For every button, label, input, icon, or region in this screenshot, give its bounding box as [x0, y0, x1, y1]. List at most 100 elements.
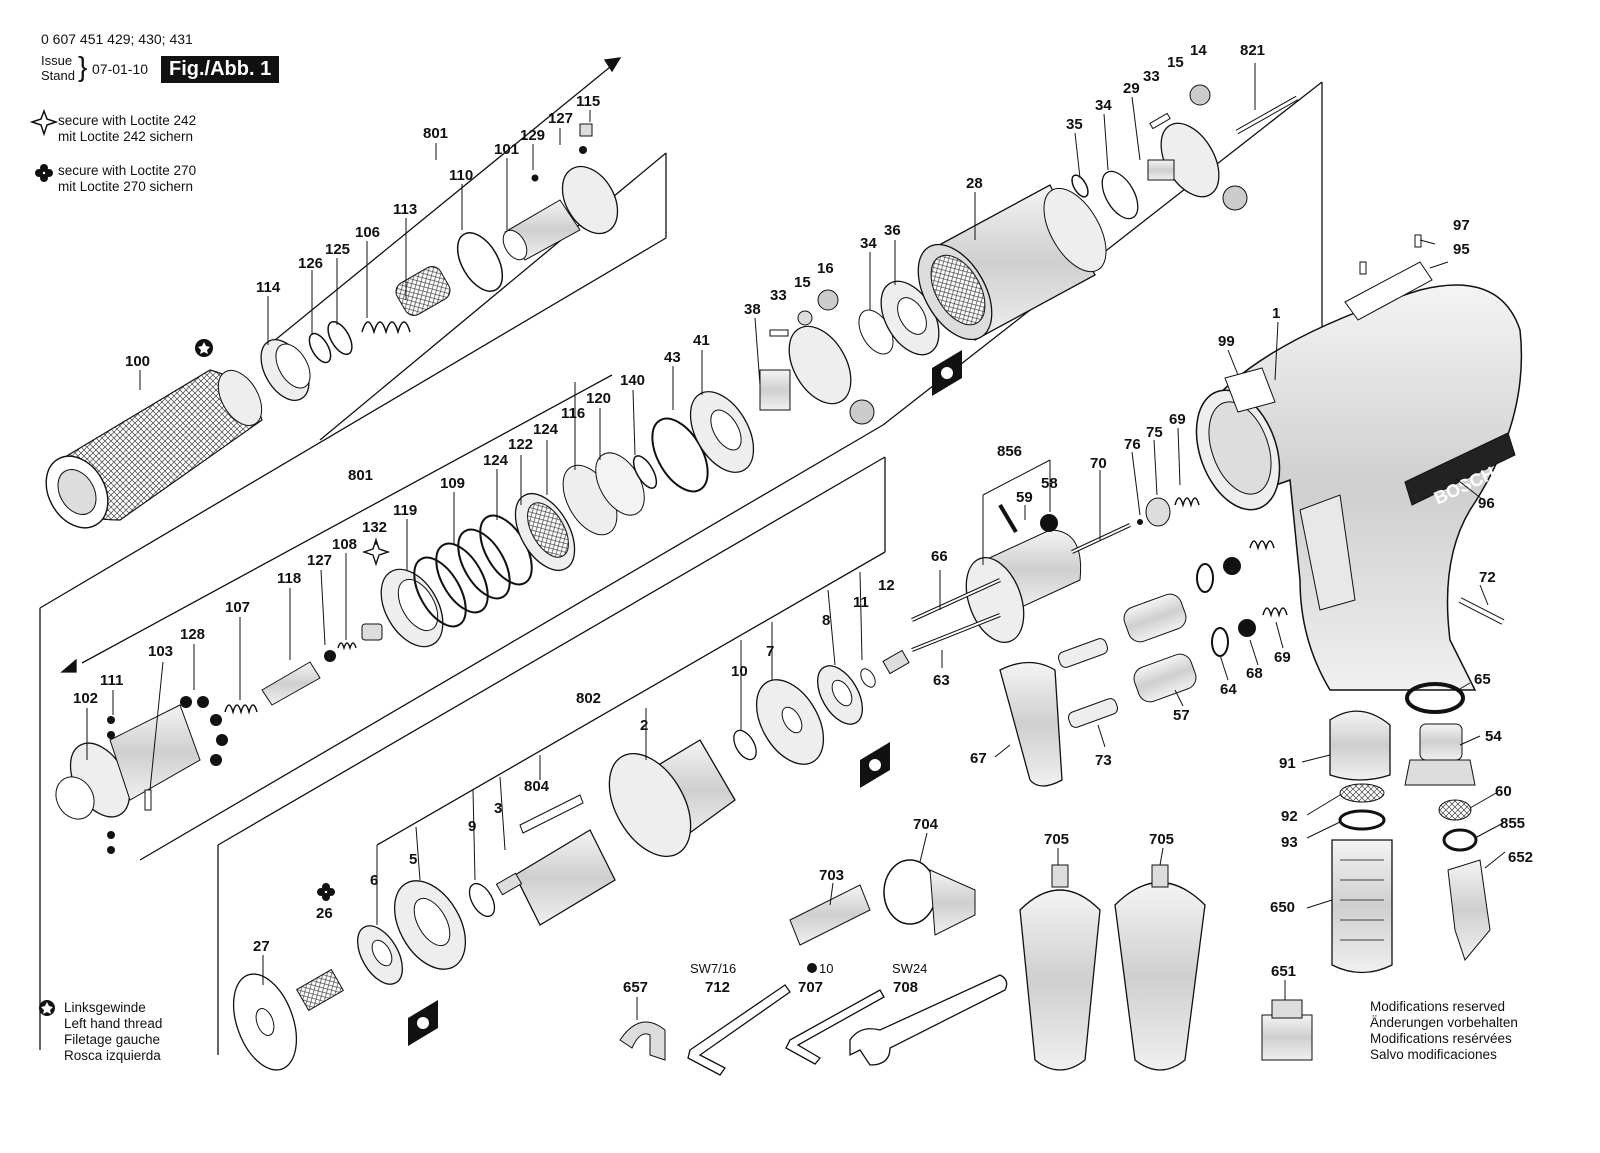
part-70-rod: [1071, 523, 1131, 554]
modifications-note: Modifications reserved Änderungen vorbeh…: [1370, 999, 1518, 1063]
label-96: 96: [1478, 495, 1495, 512]
label-67: 67: [970, 750, 987, 767]
label-103: 103: [148, 643, 173, 660]
label-15-lower: 15: [794, 274, 811, 291]
leader-lines: [86, 63, 1506, 1020]
label-705-a: 705: [1044, 831, 1069, 848]
label-35: 35: [1066, 116, 1083, 133]
label-64: 64: [1220, 681, 1237, 698]
label-36: 36: [884, 222, 901, 239]
part-54-fitting: [1404, 723, 1476, 786]
label-113: 113: [393, 201, 417, 218]
part-75-76-69: [1137, 497, 1288, 618]
label-118: 118: [277, 570, 301, 587]
part-804-vanes: [519, 794, 584, 834]
label-125: 125: [325, 241, 350, 258]
label-73: 73: [1095, 752, 1112, 769]
label-12: 12: [878, 577, 895, 594]
part-116-120-coupling: [562, 452, 645, 536]
loctite270-legend: secure with Loctite 270 mit Loctite 270 …: [58, 163, 196, 195]
part-113-sleeve: [395, 266, 451, 316]
label-99: 99: [1218, 333, 1235, 350]
label-120: 120: [586, 390, 611, 407]
label-10: 10: [731, 663, 748, 680]
part-127-108-132-small: [324, 537, 391, 662]
part-57-valves: [1057, 593, 1197, 728]
part-15-16-gears: [769, 289, 875, 425]
lht-line3: Filetage gauche: [64, 1032, 161, 1047]
label-33-upper: 33: [1143, 68, 1160, 85]
issue-date: 07-01-10: [92, 61, 149, 77]
label-124-a: 124: [533, 421, 559, 438]
part-10-washer: [733, 729, 757, 761]
part-67-trigger: [999, 661, 1063, 787]
issue-label: Issue: [41, 53, 73, 68]
label-804: 804: [524, 778, 550, 795]
part-128-balls: [107, 696, 228, 854]
part-92-93-seals: [1338, 783, 1386, 831]
label-95: 95: [1453, 241, 1470, 258]
loctite270-line1: secure with Loctite 270: [58, 163, 197, 178]
figure-label-badge: Fig./Abb. 1: [161, 56, 280, 83]
label-8: 8: [822, 612, 830, 629]
left-hand-thread-note: Linksgewinde Left hand thread Filetage g…: [64, 1000, 162, 1064]
part-708-wrench: [849, 974, 1008, 1066]
part-651-plug: [1261, 999, 1313, 1061]
label-704: 704: [913, 816, 939, 833]
part-126-125-rings: [308, 321, 353, 364]
label-856: 856: [997, 443, 1022, 460]
label-100: 100: [125, 353, 150, 370]
label-707: 707: [798, 979, 823, 996]
part-66-63-rods: [911, 578, 1001, 652]
label-708: 708: [893, 979, 918, 996]
label-110: 110: [449, 167, 473, 184]
label-15-upper: 15: [1167, 54, 1184, 71]
part-35-34-29-14: [1071, 84, 1299, 220]
left-hand-thread-icon: [39, 1000, 55, 1016]
part-labels: 100 114 126 125 106 113 801 110 101 129 …: [73, 42, 1533, 996]
label-26: 26: [316, 905, 333, 922]
part-65-oring: [1405, 682, 1465, 714]
label-33-lower: 33: [770, 287, 787, 304]
label-34-upper: 34: [1095, 97, 1112, 114]
label-11: 11: [853, 594, 869, 611]
label-63: 63: [933, 672, 950, 689]
label-sw24: SW24: [892, 961, 927, 976]
part-28-housing: [917, 184, 1107, 341]
label-75: 75: [1146, 424, 1163, 441]
part-140-ring: [632, 455, 658, 489]
part-5-plate: [393, 880, 467, 970]
label-127-middle: 127: [307, 552, 332, 569]
loctite270-line2: mit Loctite 270 sichern: [58, 179, 194, 194]
loctite242-line1: secure with Loctite 242: [58, 113, 197, 128]
part-72-pin: [1458, 597, 1505, 625]
label-128: 128: [180, 626, 205, 643]
label-109: 109: [440, 475, 465, 492]
part-107-spring: [224, 704, 258, 715]
part-41-bearing: [689, 391, 755, 473]
label-132: 132: [362, 519, 387, 536]
label-855: 855: [1500, 815, 1525, 832]
label-9: 9: [468, 818, 476, 835]
label-66: 66: [931, 548, 948, 565]
label-34-lower: 34: [860, 235, 877, 252]
label-106: 106: [355, 224, 380, 241]
label-802: 802: [576, 690, 601, 707]
label-14: 14: [1190, 42, 1207, 59]
label-650: 650: [1270, 899, 1295, 916]
part-110-ring: [456, 232, 504, 292]
label-651: 651: [1271, 963, 1296, 980]
left-thread-marker-icon: [195, 339, 213, 357]
stand-label: Stand: [41, 68, 75, 83]
label-92: 92: [1281, 808, 1298, 825]
part-657-clip: [619, 1021, 666, 1061]
label-127-upper: 127: [548, 110, 573, 127]
part-27-disc: [232, 973, 298, 1071]
label-6: 6: [370, 872, 378, 889]
brace-glyph: }: [78, 51, 88, 82]
label-3: 3: [494, 800, 502, 817]
upper-assembly-frame: [39, 57, 667, 1050]
label-97: 97: [1453, 217, 1470, 234]
part-650-filter: [1331, 839, 1393, 974]
part-114-ring: [260, 339, 311, 401]
